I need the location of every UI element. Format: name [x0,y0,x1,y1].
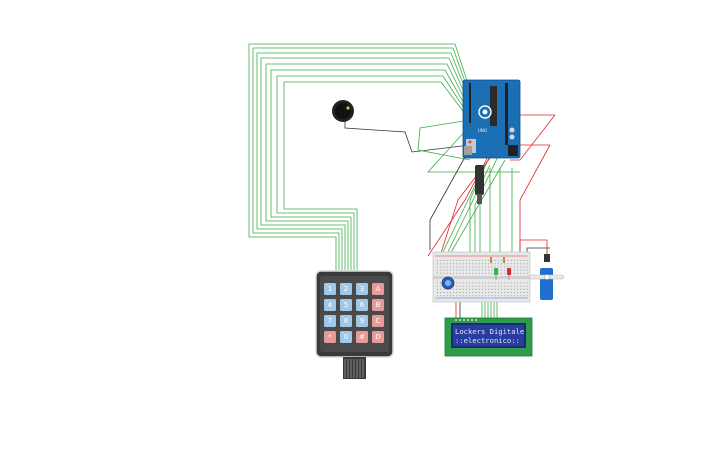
keypad-key[interactable] [372,315,384,327]
keypad-key[interactable] [372,331,384,343]
keypad-key[interactable] [324,331,336,343]
keypad-key-label: 7 [328,317,332,325]
keypad-key-label: * [328,333,332,341]
breadboard-holes [437,260,528,297]
keypad-key-label: 3 [360,285,364,293]
keypad-key[interactable] [340,283,352,295]
keypad-key-label: 4 [328,301,333,309]
buzzer-icon[interactable] [332,100,354,122]
usb-plug [475,165,484,204]
arduino-board[interactable]: UNO [462,79,521,159]
keypad-key[interactable] [372,283,384,295]
keypad-key-label: B [376,301,381,309]
keypad-key-label: 2 [344,285,348,293]
keypad-key-label: 5 [344,301,348,309]
lcd-line-2: ::electronico:: [455,336,520,345]
keypad-key[interactable] [340,331,352,343]
keypad-key[interactable] [340,299,352,311]
keypad-key-label: 1 [328,285,332,293]
arduino-label: UNO [478,128,487,133]
keypad-keys[interactable]: 1 2 3 A 4 5 6 B 7 8 9 C * 0 # D [324,283,384,343]
keypad-key[interactable] [356,331,368,343]
keypad-key[interactable] [356,315,368,327]
keypad-key-label: C [376,317,381,325]
potentiometer-icon[interactable] [441,276,455,290]
keypad-key[interactable] [356,299,368,311]
keypad-key[interactable] [372,299,384,311]
lcd-line-1: Lockers Digitale [455,327,524,336]
keypad-key-label: 6 [360,301,365,309]
keypad-key[interactable] [324,315,336,327]
keypad-key[interactable] [324,299,336,311]
keypad-key-label: A [376,285,381,293]
keypad-key-label: # [359,333,365,341]
led-icon[interactable] [490,257,511,280]
keypad[interactable]: 1 2 3 A 4 5 6 B 7 8 9 C * 0 # D [315,270,394,379]
lcd-display: Lockers Digitale ::electronico:: [444,317,533,357]
keypad-key[interactable] [356,283,368,295]
keypad-key[interactable] [324,283,336,295]
keypad-key-label: 9 [360,317,364,325]
keypad-key-label: 8 [344,317,348,325]
keypad-wires [248,43,471,276]
keypad-key[interactable] [340,315,352,327]
keypad-key-label: 0 [344,333,348,341]
servo-icon[interactable] [528,254,565,300]
keypad-key-label: D [375,333,380,341]
